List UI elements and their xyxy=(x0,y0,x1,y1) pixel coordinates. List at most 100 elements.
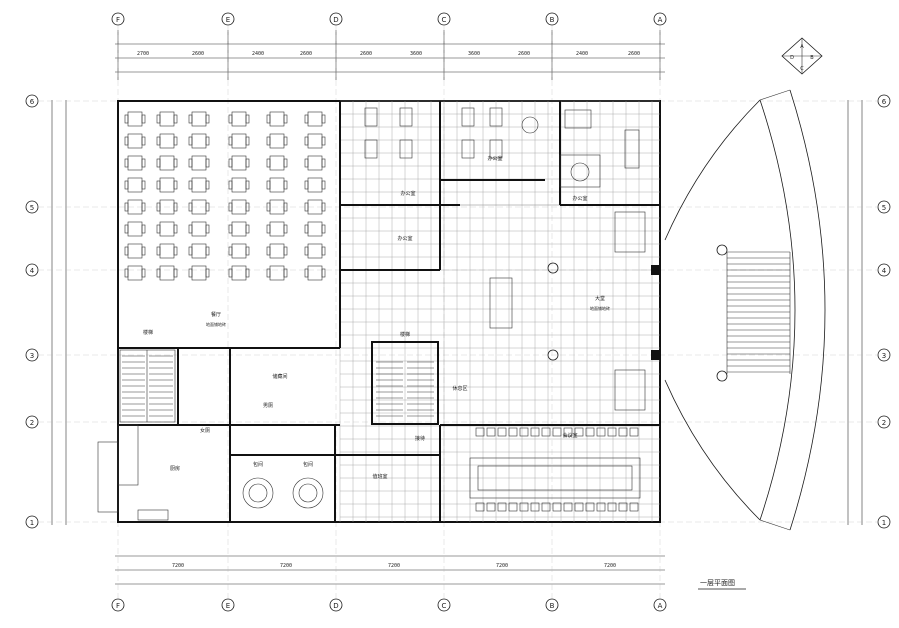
axis-bottom-c: C xyxy=(442,602,447,610)
label-office-4: 办公室 xyxy=(397,235,412,242)
compass-c: C xyxy=(800,66,804,72)
label-private-room-1: 包间 xyxy=(253,461,263,468)
meeting-chair xyxy=(497,427,507,437)
axis-bottom-d: D xyxy=(333,602,338,610)
dining-table xyxy=(231,133,247,149)
dining-table xyxy=(307,155,323,171)
dining-table xyxy=(307,177,323,193)
dining-table xyxy=(191,221,207,237)
dining-table xyxy=(159,221,175,237)
dining-table xyxy=(127,155,143,171)
dining-table xyxy=(269,177,285,193)
label-reception: 接待 xyxy=(415,435,425,442)
meeting-chair xyxy=(563,502,573,512)
dining-table xyxy=(191,111,207,127)
dining-chair xyxy=(205,224,210,234)
label-office-1: 办公室 xyxy=(400,190,415,197)
dining-chair xyxy=(141,136,146,146)
lobby-tile-grid xyxy=(339,100,660,522)
dining-chair xyxy=(173,158,178,168)
axis-top-e: E xyxy=(226,16,230,24)
dim-top-6: 3600 xyxy=(410,51,422,57)
meeting-chair xyxy=(596,502,606,512)
dining-chair xyxy=(266,246,271,256)
label-meeting-room: 会议室 xyxy=(562,432,577,439)
private-room-tables xyxy=(242,477,324,509)
label-duty-room: 值班室 xyxy=(372,473,387,480)
dining-table xyxy=(127,243,143,259)
top-dimension-lines: 2700 2600 2400 2600 2600 3600 3600 2600 … xyxy=(115,30,665,80)
meeting-chair xyxy=(541,427,551,437)
dining-tables xyxy=(124,111,326,281)
dim-bottom-4: 7200 xyxy=(496,563,508,569)
label-office-2: 办公室 xyxy=(487,155,502,162)
dining-chair xyxy=(228,246,233,256)
dining-chair xyxy=(173,136,178,146)
dim-bottom-5: 7200 xyxy=(604,563,616,569)
label-stair-right: 楼梯 xyxy=(400,331,410,338)
dining-chair xyxy=(321,114,326,124)
dim-top-5: 2600 xyxy=(360,51,372,57)
axis-top-c: C xyxy=(442,16,447,24)
dining-chair xyxy=(266,268,271,278)
dining-table xyxy=(159,133,175,149)
axis-right-3: 3 xyxy=(882,352,886,360)
dining-table xyxy=(191,155,207,171)
meeting-chair xyxy=(508,427,518,437)
compass-symbol: A B C D xyxy=(781,37,823,75)
dining-chair xyxy=(304,202,309,212)
meeting-chairs xyxy=(475,427,639,512)
dim-top-7: 3600 xyxy=(468,51,480,57)
meeting-chair xyxy=(497,502,507,512)
axis-right-5: 5 xyxy=(882,204,886,212)
dining-table xyxy=(127,265,143,281)
axis-left-4: 4 xyxy=(30,267,35,275)
dining-table xyxy=(231,221,247,237)
dining-chair xyxy=(266,224,271,234)
dining-chair xyxy=(245,136,250,146)
dining-table xyxy=(127,133,143,149)
dining-chair xyxy=(205,202,210,212)
axis-left-5: 5 xyxy=(30,204,34,212)
meeting-chair xyxy=(629,502,639,512)
axis-top-b: B xyxy=(550,16,555,24)
label-lounge: 休息区 xyxy=(452,385,467,392)
dining-table xyxy=(307,221,323,237)
axis-right-1: 1 xyxy=(882,519,886,527)
dining-table xyxy=(127,177,143,193)
dining-chair xyxy=(141,158,146,168)
dim-top-8: 2600 xyxy=(518,51,530,57)
meeting-chair xyxy=(563,427,573,437)
dining-chair xyxy=(321,246,326,256)
axis-top-a: A xyxy=(658,16,663,24)
dining-chair xyxy=(245,180,250,190)
dining-chair xyxy=(124,180,129,190)
meeting-chair xyxy=(574,502,584,512)
right-axis-bubbles: 6 5 4 3 2 1 xyxy=(847,94,891,529)
dining-chair xyxy=(283,268,288,278)
dining-table xyxy=(231,177,247,193)
dim-top-9: 2400 xyxy=(576,51,588,57)
label-stair-left: 楼梯 xyxy=(143,329,153,336)
dining-chair xyxy=(228,114,233,124)
dining-chair xyxy=(245,268,250,278)
dining-chair xyxy=(321,136,326,146)
dining-chair xyxy=(228,224,233,234)
dining-chair xyxy=(156,246,161,256)
dining-chair xyxy=(283,202,288,212)
meeting-chair xyxy=(519,427,529,437)
dining-table xyxy=(191,265,207,281)
dining-chair xyxy=(304,114,309,124)
dining-table xyxy=(269,155,285,171)
meeting-chair xyxy=(552,427,562,437)
axis-bottom-b: B xyxy=(550,602,555,610)
dim-bottom-1: 7200 xyxy=(172,563,184,569)
dining-chair xyxy=(304,180,309,190)
meeting-chair xyxy=(519,502,529,512)
dining-chair xyxy=(304,224,309,234)
dining-chair xyxy=(205,246,210,256)
dining-chair xyxy=(283,224,288,234)
meeting-chair xyxy=(486,427,496,437)
dining-table xyxy=(231,243,247,259)
